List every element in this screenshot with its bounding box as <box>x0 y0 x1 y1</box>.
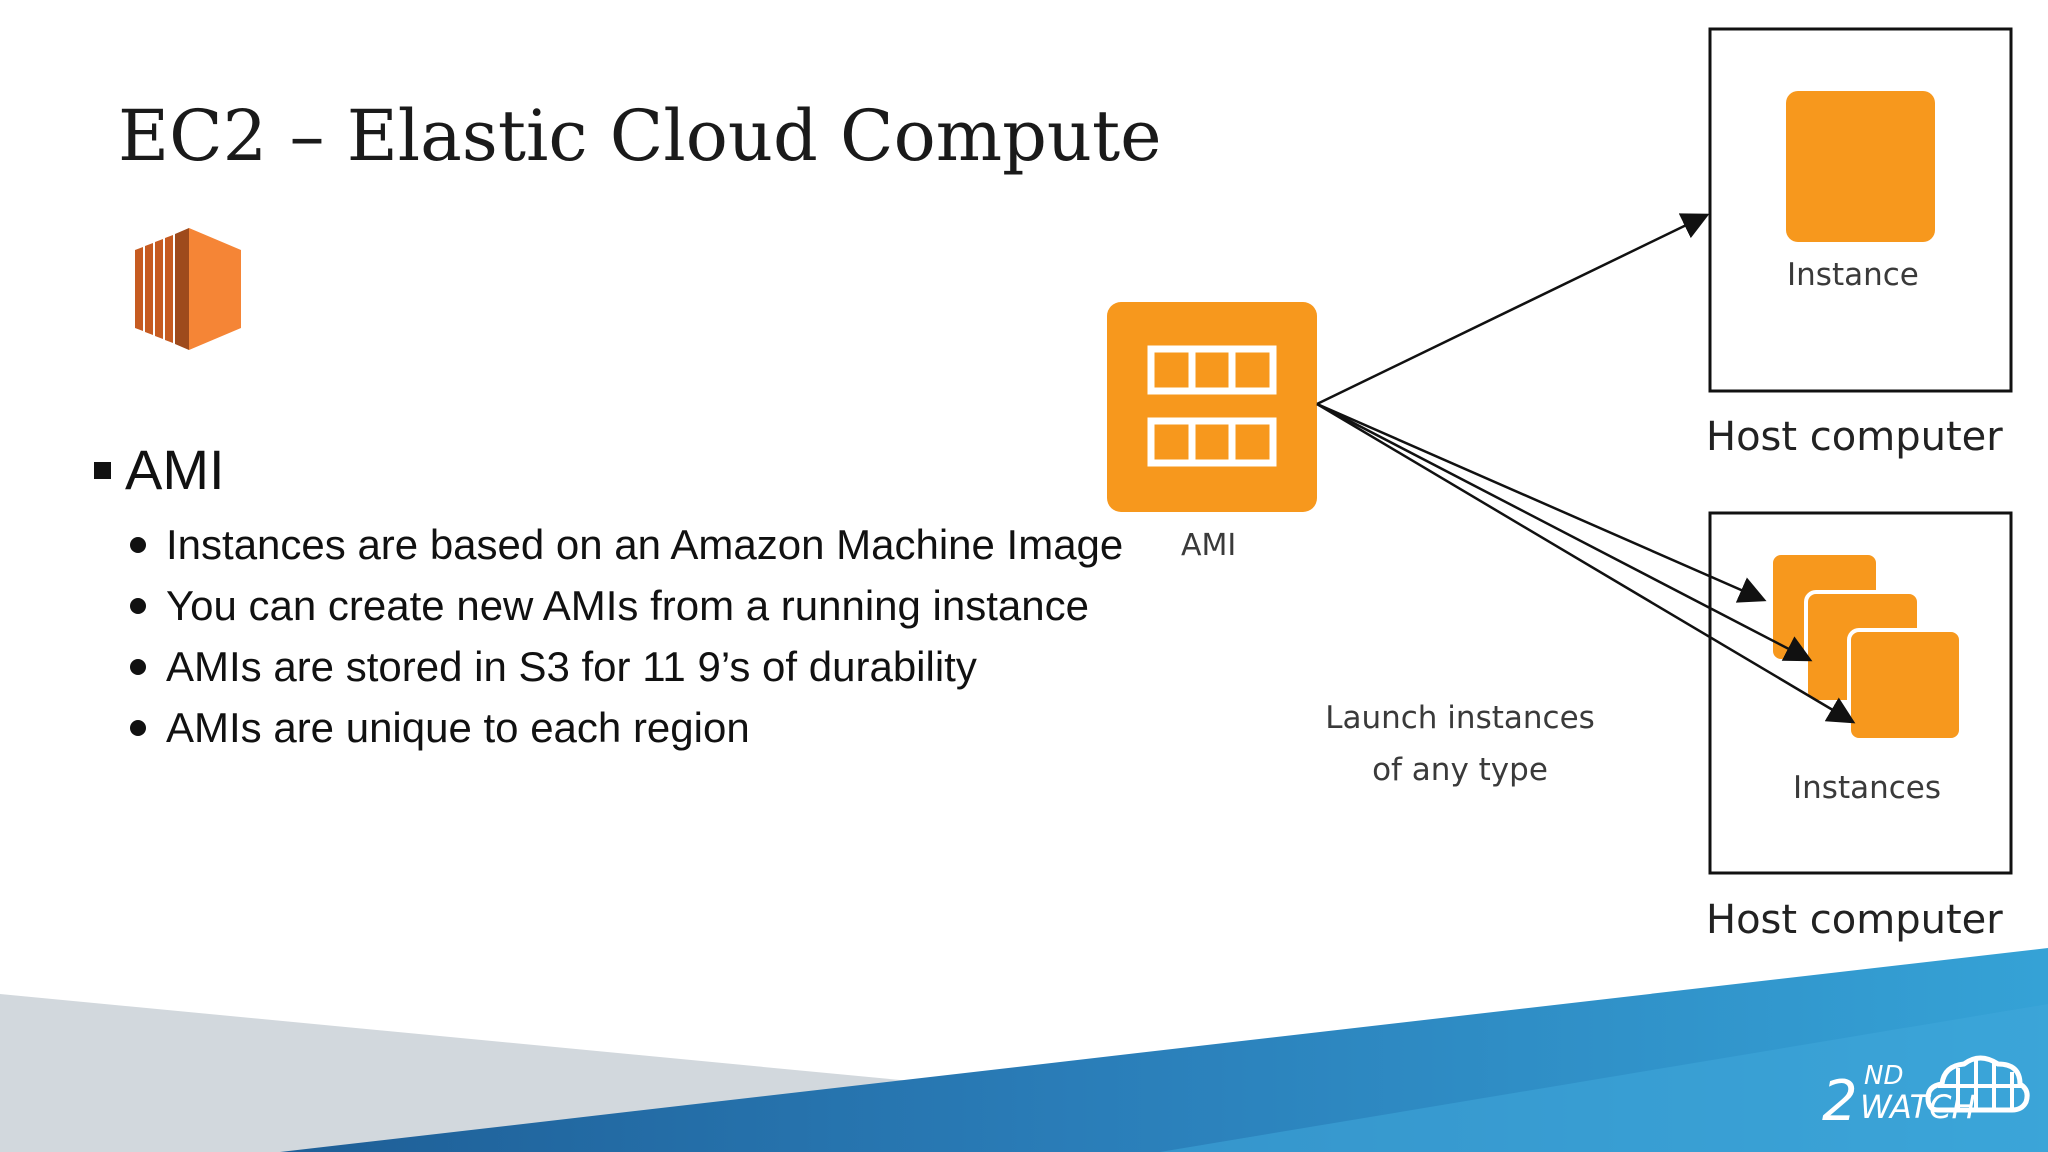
launch-instances-caption: Launch instances of any type <box>1325 700 1595 788</box>
second-watch-logo: 2 ND WATCH <box>1822 1055 2030 1128</box>
instances-stack-icon <box>1769 551 1963 742</box>
ami-label: AMI <box>1181 528 1237 563</box>
bullet-dot-icon <box>130 659 146 675</box>
svg-text:WATCH: WATCH <box>1860 1088 1976 1126</box>
ami-icon <box>1107 302 1317 512</box>
instance-label: Instance <box>1787 257 1919 293</box>
sub-bullet-list: Instances are based on an Amazon Machine… <box>92 514 1186 758</box>
main-bullet-text: AMI <box>125 438 225 501</box>
square-bullet-icon <box>94 461 111 479</box>
instance-icon <box>1786 91 1935 242</box>
svg-text:ND: ND <box>1864 1061 1903 1091</box>
ec2-logo-icon <box>135 228 241 350</box>
main-bullet: AMI <box>92 434 1186 506</box>
svg-text:2: 2 <box>1822 1069 1858 1128</box>
bullet-dot-icon <box>130 720 146 736</box>
bullet-dot-icon <box>130 537 146 553</box>
list-item: You can create new AMIs from a running i… <box>92 575 1186 636</box>
launch-arrows <box>1316 213 1856 724</box>
bullet-dot-icon <box>130 598 146 614</box>
list-item: Instances are based on an Amazon Machine… <box>92 514 1186 575</box>
list-item: AMIs are unique to each region <box>92 697 1186 758</box>
host-computer-label-bottom: Host computer <box>1706 897 2003 943</box>
slide-title: EC2 – Elastic Cloud Compute <box>118 95 1162 177</box>
host-computer-label-top: Host computer <box>1706 414 2003 460</box>
bullet-section: AMI Instances are based on an Amazon Mac… <box>92 434 1186 758</box>
list-item: AMIs are stored in S3 for 11 9’s of dura… <box>92 636 1186 697</box>
instances-label: Instances <box>1793 770 1942 806</box>
